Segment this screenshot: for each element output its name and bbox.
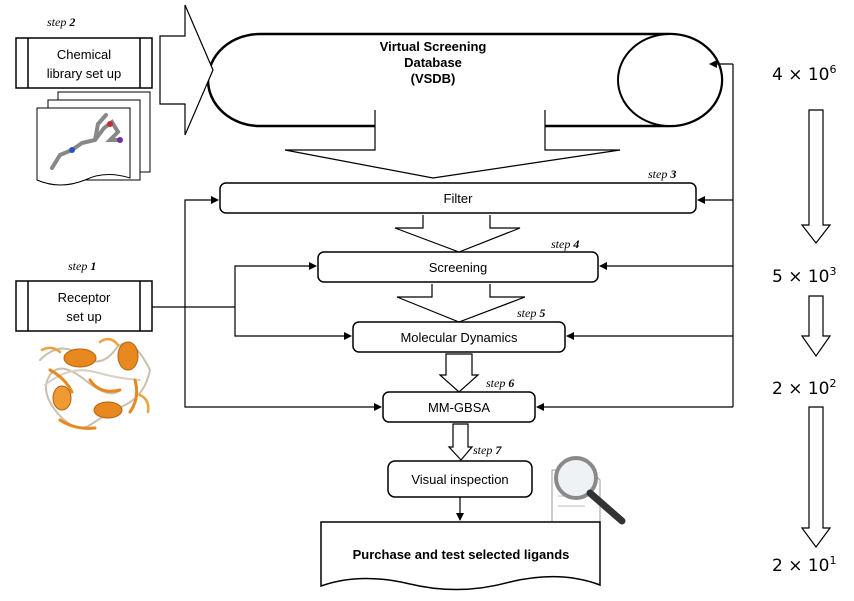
md-to-mmgbsa-arrow xyxy=(438,353,480,393)
vsdb-database: Virtual Screening Database (VSDB) xyxy=(206,32,724,128)
mmgbsa-node: step 6 MM-GBSA xyxy=(382,376,536,423)
chemical-library-line1: Chemical xyxy=(57,47,111,62)
chemical-library-node: step 2 Chemical library set up xyxy=(15,15,153,89)
chemical-library-line2: library set up xyxy=(47,66,121,81)
step1-label: step 1 xyxy=(68,259,96,273)
count-stage-1: 4 × 106 xyxy=(772,63,837,85)
count-arrow-1 xyxy=(800,109,832,244)
magnifying-glass-icon xyxy=(551,456,626,529)
filter-node: step 3 Filter xyxy=(219,167,697,214)
vsdb-title-line3: (VSDB) xyxy=(411,71,456,86)
step3-label: step 3 xyxy=(648,167,676,181)
molecule-structure-icon xyxy=(36,91,151,186)
count-stage-4: 2 × 101 xyxy=(772,554,837,576)
mmgbsa-label: MM-GBSA xyxy=(428,400,490,415)
receptor-connectors xyxy=(152,196,382,411)
db-to-filter-funnel xyxy=(284,110,621,179)
md-label: Molecular Dynamics xyxy=(400,330,518,345)
receptor-line2: set up xyxy=(66,309,101,324)
filter-label: Filter xyxy=(444,191,474,206)
step5-label: step 5 xyxy=(517,306,545,320)
vsdb-title-line2: Database xyxy=(404,55,462,70)
count-arrow-2 xyxy=(800,295,832,358)
count-arrow-3 xyxy=(800,406,832,549)
screening-to-md-funnel xyxy=(396,284,526,323)
receptor-node: step 1 Receptor set up xyxy=(15,259,153,332)
visual-inspection-node: step 7 Visual inspection xyxy=(387,443,533,498)
protein-structure-icon xyxy=(39,337,152,430)
step4-label: step 4 xyxy=(551,237,579,251)
screening-node: step 4 Screening xyxy=(317,237,599,283)
count-stage-3: 2 × 102 xyxy=(772,377,837,399)
mmgbsa-to-visual-arrow xyxy=(447,423,474,461)
purchase-label: Purchase and test selected ligands xyxy=(353,547,570,562)
screening-label: Screening xyxy=(429,260,488,275)
receptor-line1: Receptor xyxy=(58,290,111,305)
step7-label: step 7 xyxy=(473,443,502,457)
library-to-db-arrow xyxy=(159,4,214,136)
count-stage-2: 5 × 103 xyxy=(772,265,837,287)
feedback-connectors xyxy=(536,60,734,411)
step6-label: step 6 xyxy=(486,376,514,390)
step2-label: step 2 xyxy=(47,15,75,29)
filter-to-screening-funnel xyxy=(394,215,521,253)
vsdb-title-line1: Virtual Screening xyxy=(380,39,487,54)
purchase-node: Purchase and test selected ligands xyxy=(320,521,601,591)
molecular-dynamics-node: step 5 Molecular Dynamics xyxy=(352,306,566,353)
visual-inspection-label: Visual inspection xyxy=(411,472,508,487)
